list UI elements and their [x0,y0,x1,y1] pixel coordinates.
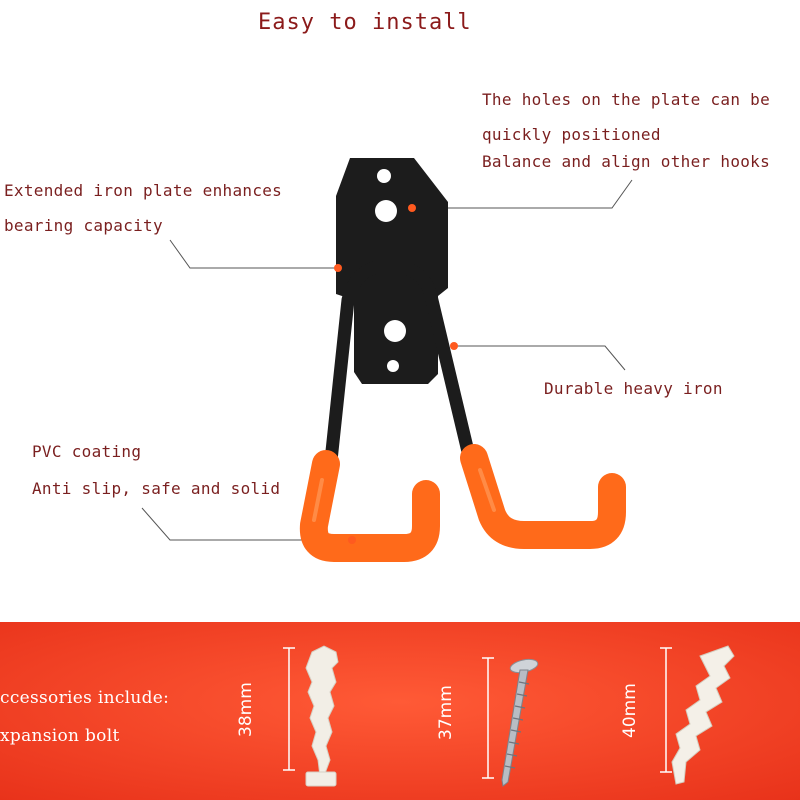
iron-arms [323,259,477,477]
page-title: Easy to install [258,10,472,35]
callout-pvc-line2: Anti slip, safe and solid [32,479,281,498]
callout-plate-holes-line1: The holes on the plate can be [482,90,771,109]
measure-38mm [283,647,295,771]
leader-lines [141,179,633,541]
dot-iron-plate [334,264,342,272]
callout-iron-plate-line1: Extended iron plate enhances [4,181,283,200]
leader-pvc [141,507,352,541]
callout-dots [334,204,458,544]
accessories-title: ccessories include: [0,688,170,708]
size-label-37mm: 37mm [436,685,456,740]
measure-37mm [482,657,494,779]
accessories-band-art [0,622,800,800]
expansion-plug-38mm [305,645,339,787]
pvc-left-hook [299,450,440,562]
dot-plate-holes [408,204,416,212]
screw [501,658,539,787]
accessories-band: ccessories include: xpansion bolt 38mm 3… [0,622,800,800]
callout-plate-holes-line3: Balance and align other hooks [482,152,771,171]
pvc-coating [299,444,626,562]
leader-heavy-iron [454,345,626,371]
pvc-highlights [312,468,496,522]
drywall-anchor [671,645,735,785]
dot-heavy-iron [450,342,458,350]
size-label-38mm: 38mm [236,682,256,737]
callout-pvc-line1: PVC coating [32,442,142,461]
leader-iron-plate [169,239,338,269]
accessories-item: xpansion bolt [0,726,120,746]
callout-iron-plate-line2: bearing capacity [4,216,163,235]
plate-hole-bottom [387,360,399,372]
plate-hole-lower [384,320,406,342]
plate-hole-middle [375,200,397,222]
measure-40mm [660,647,672,773]
pvc-right-hook [460,444,626,549]
dot-pvc [348,536,356,544]
leader-plate-holes [412,179,633,209]
plate-hole-top [377,169,391,183]
callout-heavy-iron: Durable heavy iron [544,379,723,398]
callout-plate-holes-line2: quickly positioned [482,125,661,144]
size-label-40mm: 40mm [620,683,640,738]
